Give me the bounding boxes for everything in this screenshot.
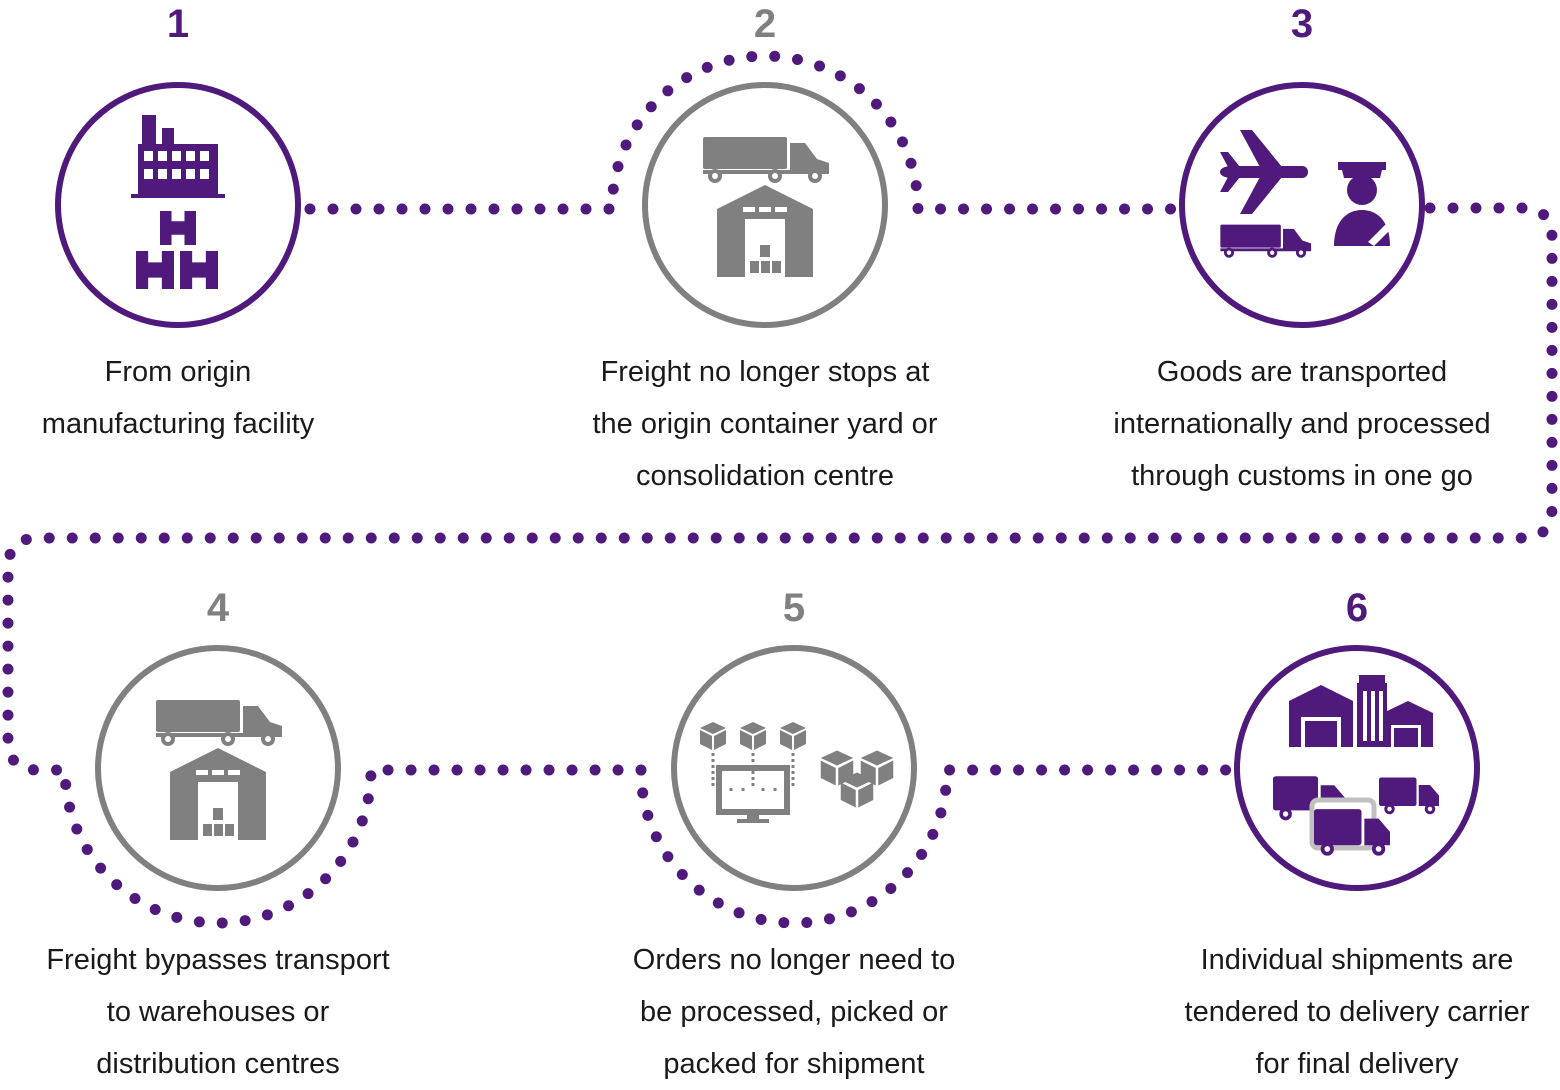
step-caption-1: From origin manufacturing facility (0, 346, 398, 450)
step-caption-6: Individual shipments are tendered to deli… (1137, 934, 1560, 1090)
dotted-connector-path (2, 50, 1558, 929)
boxes-icon (136, 211, 218, 289)
step-number-5: 5 (782, 586, 806, 630)
step-caption-4: Freight bypasses transport to warehouses … (0, 934, 438, 1090)
caption-line: be processed, picked or (640, 996, 948, 1028)
factory-icon (131, 115, 225, 198)
caption-line: Freight bypasses transport (46, 944, 390, 976)
step-caption-2: Freight no longer stops at the origin con… (545, 346, 985, 502)
caption-line: internationally and processed (1113, 408, 1491, 440)
caption-line: Freight no longer stops at (600, 356, 930, 388)
dotted-connectors (2, 50, 1558, 929)
caption-line: packed for shipment (663, 1048, 925, 1080)
customs-officer-icon (1334, 162, 1390, 246)
step-number-6: 6 (1345, 586, 1369, 630)
step-icons (131, 115, 1439, 856)
caption-line: tendered to delivery carrier (1184, 996, 1530, 1028)
step-number-4: 4 (206, 586, 230, 630)
step-circle-3 (1179, 82, 1425, 328)
step-caption-3: Goods are transported internationally and… (1082, 346, 1522, 502)
caption-line: for final delivery (1255, 1048, 1459, 1080)
step-number-1: 1 (166, 2, 190, 46)
caption-line: Individual shipments are (1200, 944, 1514, 976)
airplane-icon (1220, 130, 1308, 214)
step-number-3: 3 (1290, 2, 1314, 46)
caption-line: distribution centres (96, 1048, 340, 1080)
caption-line: consolidation centre (636, 460, 894, 492)
caption-line: From origin (104, 356, 252, 388)
step-number-2: 2 (753, 2, 777, 46)
delivery-trucks-icon (1273, 776, 1439, 856)
caption-line: Orders no longer need to (632, 944, 956, 976)
caption-line: the origin container yard or (592, 408, 938, 440)
caption-line: Goods are transported (1156, 356, 1448, 388)
order-system-icon (700, 722, 806, 823)
caption-line: to warehouses or (106, 996, 330, 1028)
step-caption-5: Orders no longer need to be processed, pi… (574, 934, 1014, 1090)
caption-line: through customs in one go (1131, 460, 1473, 492)
distribution-buildings-icon (1289, 675, 1433, 747)
caption-line: manufacturing facility (41, 408, 315, 440)
step-circle-1 (55, 82, 301, 328)
